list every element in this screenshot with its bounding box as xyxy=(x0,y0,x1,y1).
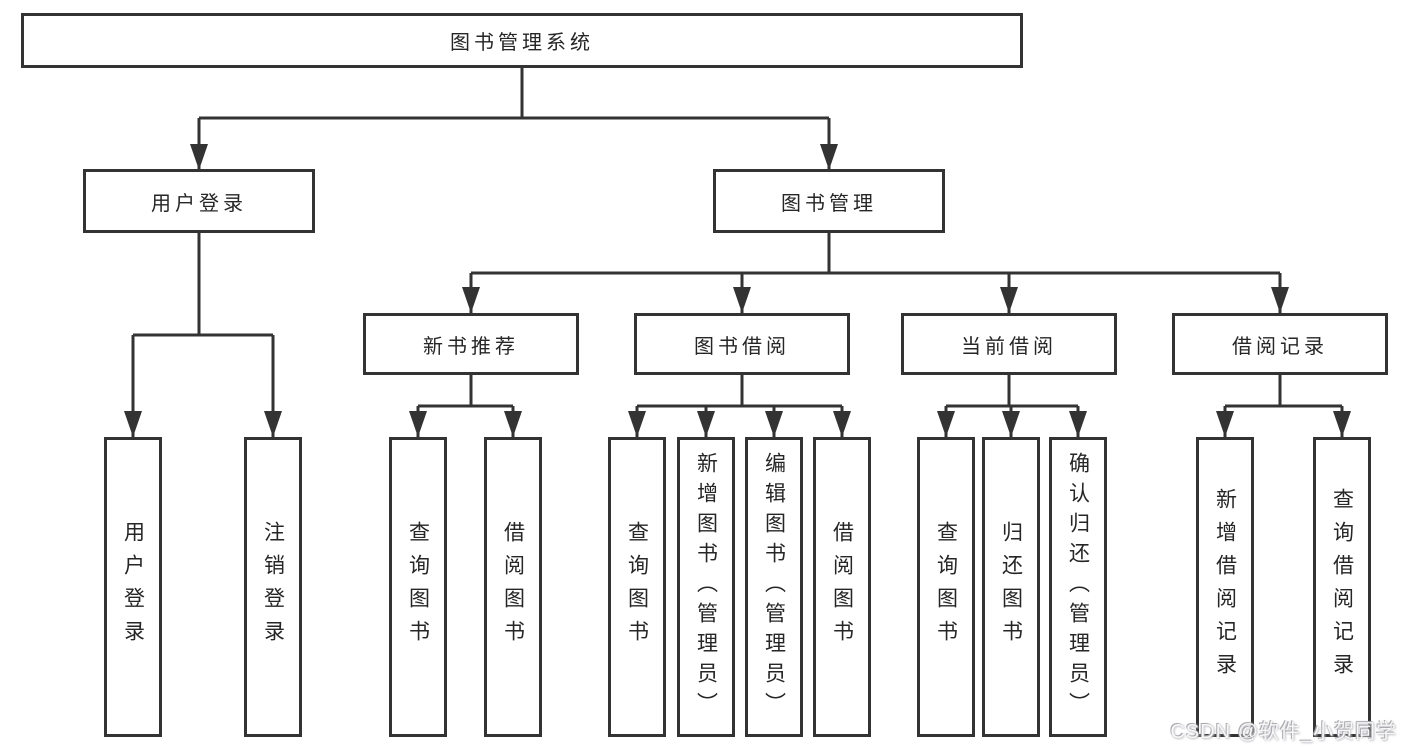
leaf-edit-book-admin: 编辑图书（管理员） xyxy=(745,437,803,737)
leaf-borrow-book-recommend: 借阅图书 xyxy=(484,437,542,737)
arrow-down-icon xyxy=(190,144,208,170)
leaf-label: 编辑图书（管理员） xyxy=(762,452,786,722)
arrow-down-icon xyxy=(820,144,838,170)
arrow-down-icon xyxy=(1271,287,1289,313)
node-user-login: 用户登录 xyxy=(83,169,315,233)
arrow-down-icon xyxy=(1333,411,1351,437)
node-library-system: 图书管理系统 xyxy=(21,13,1023,68)
leaf-return-book: 归还图书 xyxy=(982,437,1040,737)
arrow-down-icon xyxy=(1000,287,1018,313)
leaf-label: 注销登录 xyxy=(261,521,285,653)
leaf-label: 归还图书 xyxy=(999,521,1023,653)
leaf-label: 借阅图书 xyxy=(830,521,854,653)
leaf-query-book-current: 查询图书 xyxy=(917,437,975,737)
leaf-label: 新增借阅记录 xyxy=(1213,488,1237,686)
node-new-book-recommend: 新书推荐 xyxy=(363,313,579,375)
arrow-down-icon xyxy=(765,411,783,437)
connector-path xyxy=(131,68,1344,437)
arrow-down-icon xyxy=(462,287,480,313)
leaf-add-book-admin: 新增图书（管理员） xyxy=(677,437,735,737)
arrow-down-icon xyxy=(264,411,282,437)
arrow-down-icon xyxy=(1002,411,1020,437)
arrowheads xyxy=(124,144,1351,437)
leaf-query-book-borrow: 查询图书 xyxy=(608,437,666,737)
arrow-down-icon xyxy=(697,411,715,437)
node-book-borrow: 图书借阅 xyxy=(634,313,850,375)
leaf-label: 查询图书 xyxy=(625,521,649,653)
leaf-label: 确认归还（管理员） xyxy=(1066,452,1090,722)
leaf-borrow-book: 借阅图书 xyxy=(813,437,871,737)
arrow-down-icon xyxy=(504,411,522,437)
node-current-borrow: 当前借阅 xyxy=(901,313,1117,375)
leaf-logout-login: 注销登录 xyxy=(244,437,302,737)
leaf-user-login: 用户登录 xyxy=(104,437,162,737)
arrow-down-icon xyxy=(937,411,955,437)
arrow-down-icon xyxy=(1069,411,1087,437)
arrow-down-icon xyxy=(409,411,427,437)
node-book-management: 图书管理 xyxy=(713,169,945,233)
arrow-down-icon xyxy=(124,411,142,437)
arrow-down-icon xyxy=(628,411,646,437)
arrow-down-icon xyxy=(733,287,751,313)
leaf-label: 借阅图书 xyxy=(501,521,525,653)
leaf-add-borrow-record: 新增借阅记录 xyxy=(1196,437,1254,737)
leaf-label: 查询借阅记录 xyxy=(1330,488,1354,686)
leaf-query-borrow-record: 查询借阅记录 xyxy=(1313,437,1371,737)
leaf-label: 用户登录 xyxy=(121,521,145,653)
arrow-down-icon xyxy=(1216,411,1234,437)
node-borrow-record: 借阅记录 xyxy=(1172,313,1388,375)
arrow-down-icon xyxy=(833,411,851,437)
leaf-label: 查询图书 xyxy=(406,521,430,653)
leaf-label: 查询图书 xyxy=(934,521,958,653)
leaf-label: 新增图书（管理员） xyxy=(694,452,718,722)
leaf-query-book-recommend: 查询图书 xyxy=(389,437,447,737)
leaf-confirm-return-admin: 确认归还（管理员） xyxy=(1049,437,1107,737)
